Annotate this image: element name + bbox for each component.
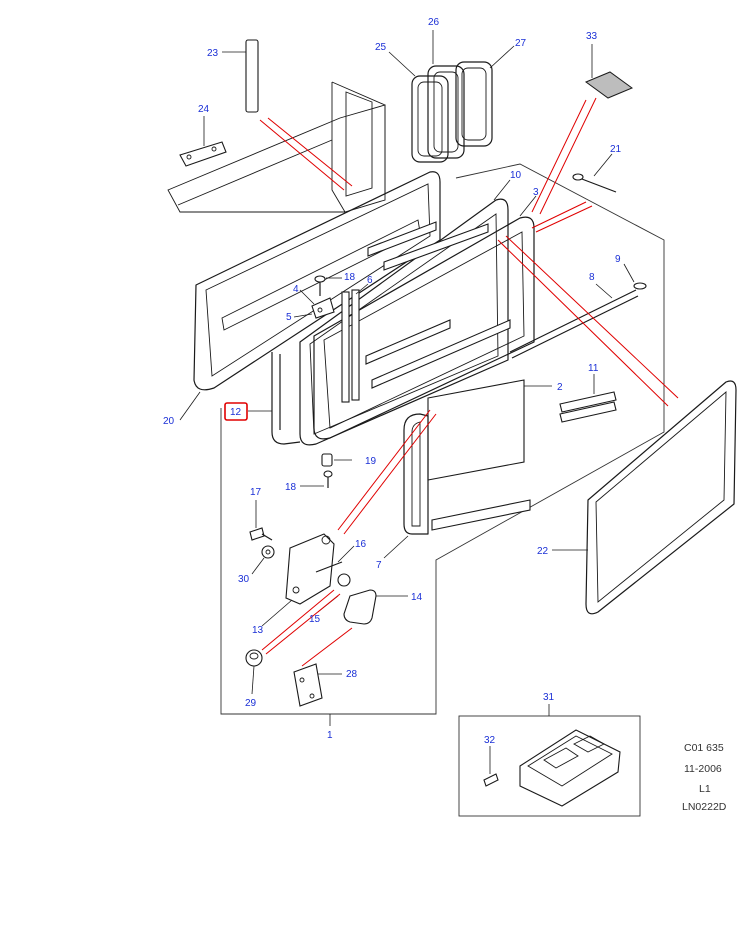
glass-run-6 bbox=[341, 289, 360, 403]
inset-box-31 bbox=[458, 715, 641, 817]
callout-4[interactable]: 4 bbox=[293, 284, 299, 295]
meta-revision: L1 bbox=[699, 783, 711, 795]
callout-18-top[interactable]: 18 bbox=[344, 272, 356, 283]
screw-18-lower bbox=[323, 470, 333, 488]
callout-21[interactable]: 21 bbox=[610, 144, 622, 155]
pad-33 bbox=[584, 71, 634, 99]
callout-28[interactable]: 28 bbox=[346, 669, 358, 680]
callout-7[interactable]: 7 bbox=[376, 560, 382, 571]
callout-26[interactable]: 26 bbox=[428, 17, 440, 28]
channel-bars bbox=[365, 221, 511, 389]
callout-6[interactable]: 6 bbox=[367, 275, 373, 286]
screw-18-top bbox=[314, 275, 326, 296]
washer-30 bbox=[261, 545, 275, 559]
callout-19[interactable]: 19 bbox=[365, 456, 377, 467]
callout-14[interactable]: 14 bbox=[411, 592, 423, 603]
callout-30[interactable]: 30 bbox=[238, 574, 250, 585]
callout-2[interactable]: 2 bbox=[557, 382, 563, 393]
bushing-19 bbox=[321, 453, 333, 467]
seal-12 bbox=[271, 352, 301, 445]
plate-28 bbox=[293, 663, 323, 707]
tray-31 bbox=[519, 729, 621, 807]
callout-13[interactable]: 13 bbox=[252, 625, 264, 636]
callout-16[interactable]: 16 bbox=[355, 539, 367, 550]
plate-14 bbox=[343, 589, 377, 625]
callout-17[interactable]: 17 bbox=[250, 487, 262, 498]
lock-body-13 bbox=[285, 533, 335, 605]
callout-8[interactable]: 8 bbox=[589, 272, 595, 283]
assembly-frame-1 bbox=[220, 163, 665, 715]
callout-33[interactable]: 33 bbox=[586, 31, 598, 42]
red-guide-lines bbox=[259, 97, 679, 667]
bolt-17 bbox=[249, 527, 273, 541]
seal-22 bbox=[585, 380, 737, 615]
sliding-frame-10 bbox=[299, 198, 509, 446]
meta-illustration: LN0222D bbox=[682, 801, 727, 813]
rod-8-9 bbox=[509, 282, 647, 359]
glass-panel-2 bbox=[427, 379, 525, 481]
callout-32[interactable]: 32 bbox=[484, 735, 496, 746]
channel-7 bbox=[403, 413, 531, 535]
sliding-frame-3 bbox=[313, 216, 535, 440]
callout-23[interactable]: 23 bbox=[207, 48, 219, 59]
trim-strip-23 bbox=[245, 39, 259, 113]
callout-3[interactable]: 3 bbox=[533, 187, 539, 198]
callout-15[interactable]: 15 bbox=[309, 614, 321, 625]
callout-22[interactable]: 22 bbox=[537, 546, 549, 557]
callout-24[interactable]: 24 bbox=[198, 104, 210, 115]
callout-5[interactable]: 5 bbox=[286, 312, 292, 323]
callout-10[interactable]: 10 bbox=[510, 170, 522, 181]
meta-date: 11-2006 bbox=[684, 763, 722, 775]
seal-set-25-26-27 bbox=[411, 61, 493, 163]
callout-18-lower[interactable]: 18 bbox=[285, 482, 297, 493]
clip-4-5 bbox=[311, 297, 335, 319]
callout-27[interactable]: 27 bbox=[515, 38, 527, 49]
body-side-panel bbox=[167, 81, 386, 213]
callout-12-highlight bbox=[224, 402, 248, 421]
grommet-29 bbox=[245, 649, 263, 667]
callout-25[interactable]: 25 bbox=[375, 42, 387, 53]
callout-29[interactable]: 29 bbox=[245, 698, 257, 709]
callout-1[interactable]: 1 bbox=[327, 730, 333, 741]
pin-21 bbox=[572, 173, 617, 193]
callout-11[interactable]: 11 bbox=[588, 363, 599, 374]
callout-9[interactable]: 9 bbox=[615, 254, 621, 265]
pin-32 bbox=[483, 773, 499, 787]
meta-code: C01 635 bbox=[684, 742, 724, 754]
callout-20[interactable]: 20 bbox=[163, 416, 175, 427]
spindle-16 bbox=[315, 561, 351, 587]
callout-12[interactable]: 12 bbox=[230, 407, 242, 418]
callout-31[interactable]: 31 bbox=[543, 692, 555, 703]
bracket-24 bbox=[179, 141, 227, 167]
runners-11 bbox=[559, 391, 617, 423]
